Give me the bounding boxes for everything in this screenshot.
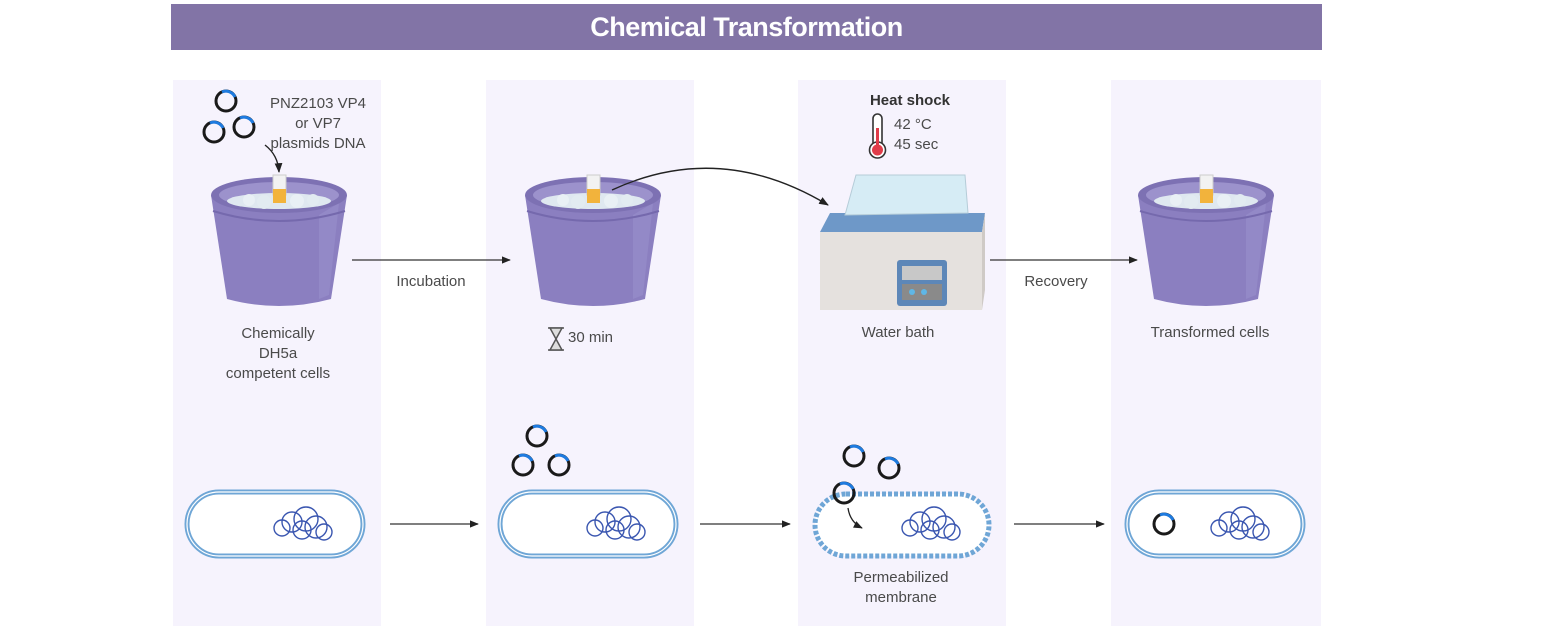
plasmid-icon — [511, 453, 535, 477]
plasmid-label-line: or VP7 — [295, 115, 341, 132]
permeabilized-cell — [812, 491, 992, 559]
plasmid-icon — [525, 424, 549, 448]
permeabilized-label: Permeabilized membrane — [831, 568, 971, 608]
plasmid-icon — [877, 456, 901, 480]
incubation-label: Incubation — [396, 273, 466, 290]
diagram-title: Chemical Transformation — [590, 11, 903, 42]
plasmid-label: PNZ2103 VP4 or VP7 plasmids DNA — [256, 94, 380, 154]
plasmid-icon — [547, 453, 571, 477]
time-label: 30 min — [568, 329, 614, 346]
title-banner: Chemical Transformation — [171, 4, 1322, 50]
label-line: membrane — [865, 589, 937, 606]
add-plasmid-arrow — [264, 144, 283, 173]
heat-shock-arrow — [611, 167, 829, 206]
thermometer-icon — [868, 113, 887, 159]
recovery-label: Recovery — [1024, 273, 1088, 290]
temperature-label: 42 °C — [894, 116, 932, 133]
heat-shock-heading: Heat shock — [869, 92, 951, 109]
label-line: Chemically — [241, 325, 315, 342]
label-line: DH5a — [258, 345, 298, 362]
transformed-cells-label: Transformed cells — [1150, 324, 1270, 341]
bacterial-cell-1 — [184, 489, 366, 559]
water-bath-label: Water bath — [861, 324, 935, 341]
ice-bucket-1 — [210, 174, 348, 307]
bacterial-cell-2 — [497, 489, 679, 559]
ice-bucket-4 — [1137, 174, 1275, 307]
transformed-cell — [1124, 489, 1306, 559]
competent-cells-label: Chemically DH5a competent cells — [198, 324, 358, 384]
duration-label: 45 sec — [894, 136, 939, 153]
plasmid-icon — [842, 444, 866, 468]
hourglass-icon — [548, 327, 564, 351]
label-line: Permeabilized — [853, 569, 949, 586]
plasmid-icon — [232, 115, 256, 139]
plasmid-label-line: plasmids DNA — [270, 135, 366, 152]
plasmid-icon — [202, 120, 226, 144]
plasmid-icon — [214, 89, 238, 113]
ice-bucket-2 — [524, 174, 662, 307]
water-bath-icon — [820, 174, 985, 310]
label-line: competent cells — [225, 365, 331, 382]
plasmid-label-line: PNZ2103 VP4 — [270, 95, 366, 112]
